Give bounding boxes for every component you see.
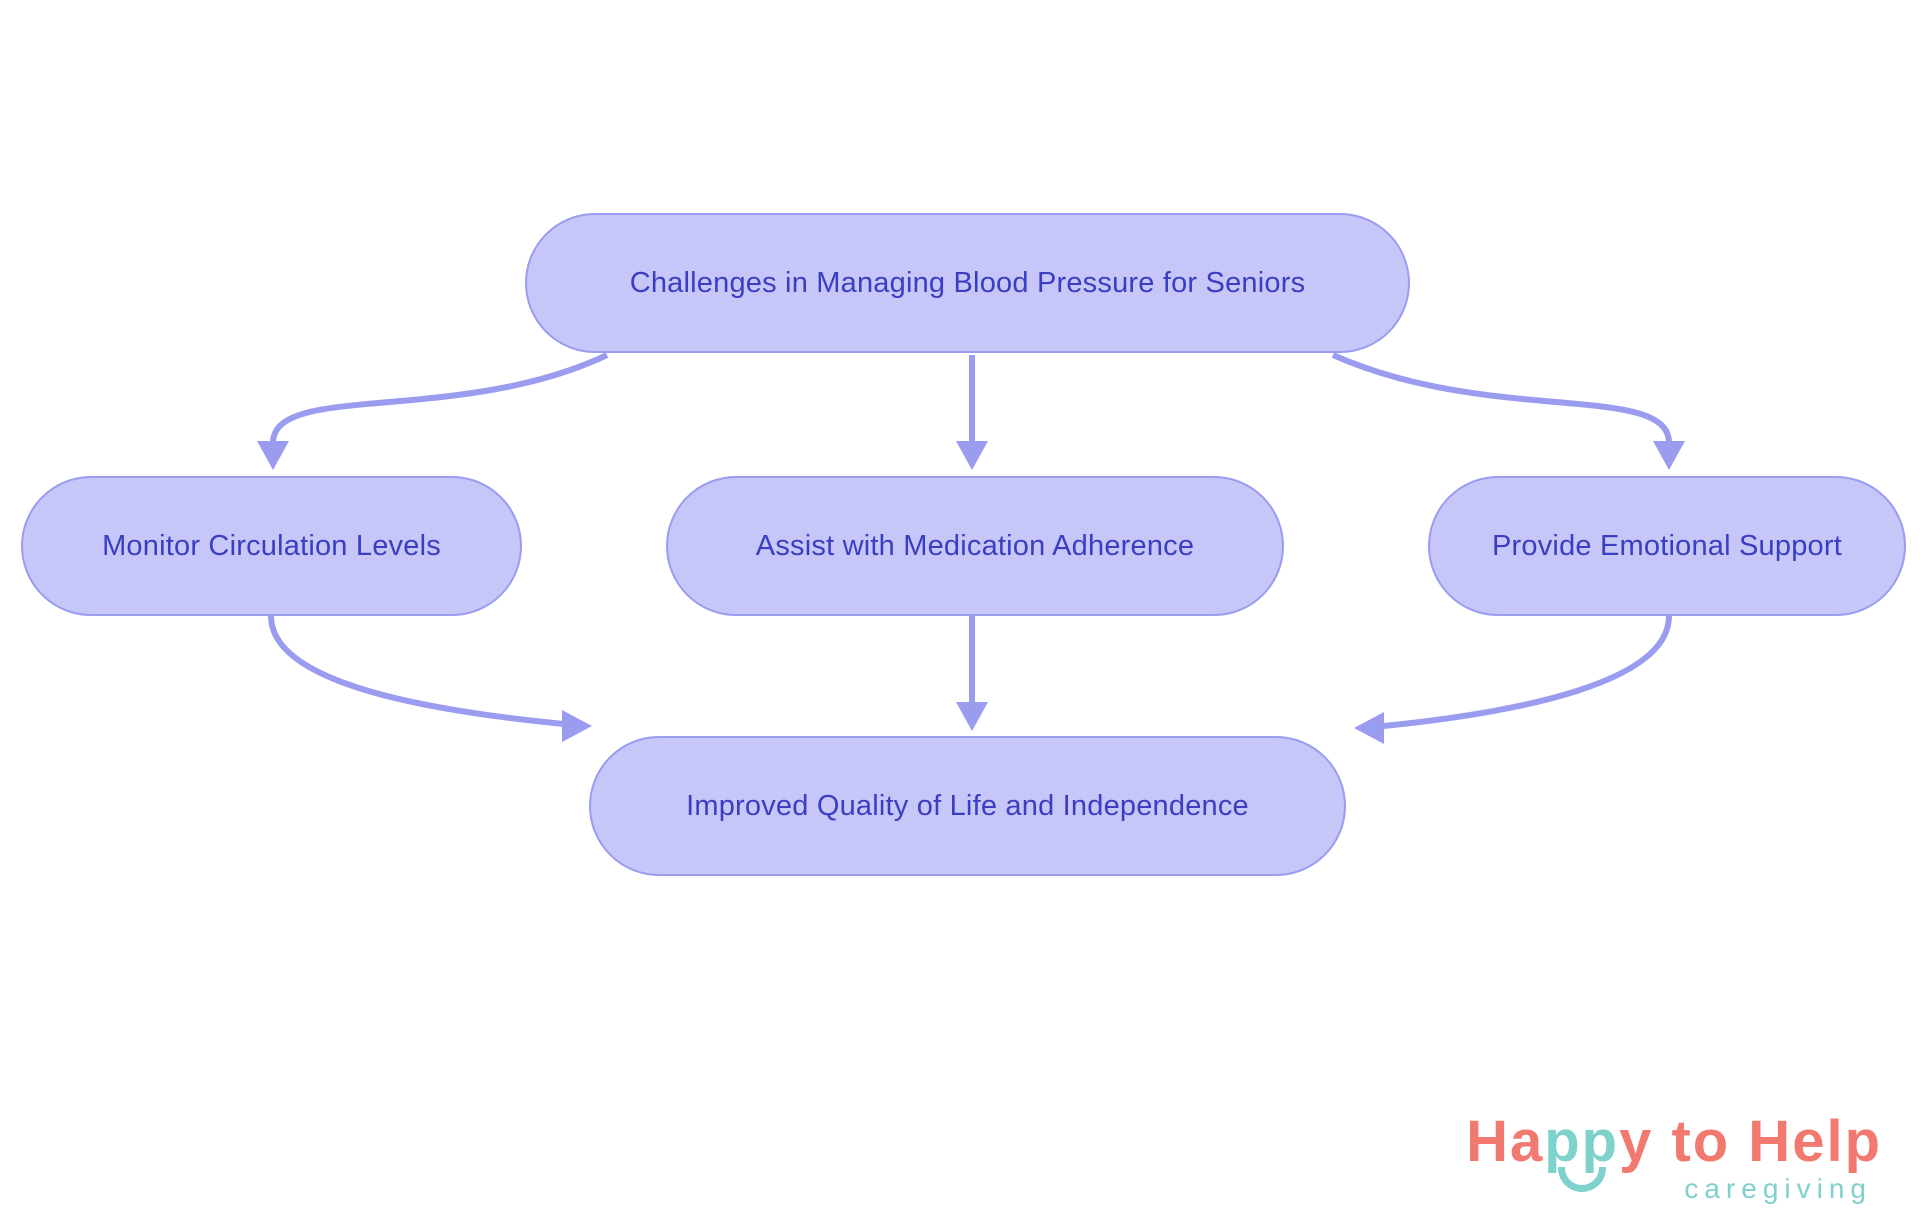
edge-challenges-support	[1331, 352, 1672, 444]
arrowhead-to-support	[1653, 441, 1685, 470]
logo-segment-ha: Ha	[1466, 1109, 1545, 1174]
edge-challenges-monitor	[270, 352, 609, 444]
node-medication-adherence: Assist with Medication Adherence	[666, 476, 1284, 616]
arrowhead-to-monitor	[257, 441, 289, 470]
logo-segment-pp: pp	[1544, 1113, 1619, 1192]
arrowhead-monitor-to-improved	[562, 710, 592, 742]
node-monitor-circulation: Monitor Circulation Levels	[21, 476, 522, 616]
edge-monitor-improved	[268, 615, 565, 727]
arrowhead-to-assist	[956, 441, 988, 470]
smile-icon	[1557, 1167, 1606, 1192]
arrowhead-assist-to-improved	[956, 702, 988, 731]
edge-support-improved	[1383, 615, 1672, 729]
node-challenges: Challenges in Managing Blood Pressure fo…	[525, 213, 1410, 353]
node-emotional-support: Provide Emotional Support	[1428, 476, 1906, 616]
node-improved-quality: Improved Quality of Life and Independenc…	[589, 736, 1346, 876]
arrowhead-support-to-improved	[1354, 712, 1384, 744]
logo-tagline: caregiving	[1684, 1173, 1872, 1204]
logo-segment-y-to-help: y to Help	[1619, 1109, 1882, 1174]
